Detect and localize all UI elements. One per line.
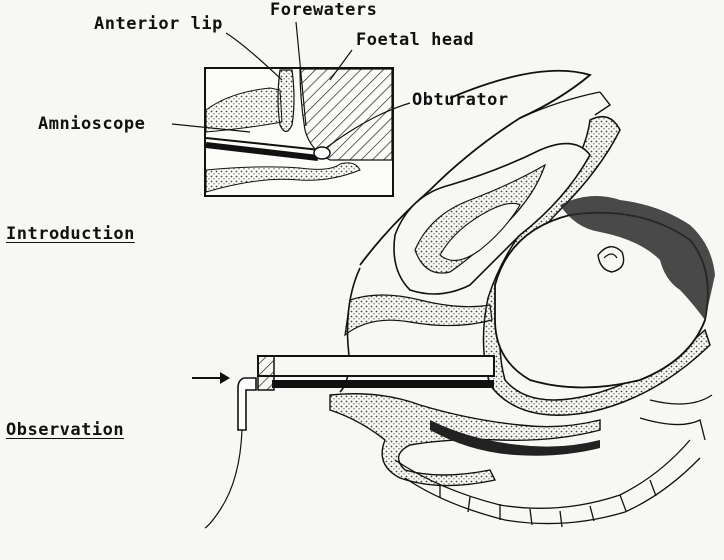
leader-lines: [171, 21, 411, 149]
amnioscope-instrument: [192, 355, 495, 529]
label-obturator: Obturator: [412, 90, 509, 110]
maternal-anatomy: [329, 69, 715, 528]
label-forewaters: Forewaters: [270, 0, 378, 20]
label-foetal-head: Foetal head: [356, 30, 475, 50]
label-amnioscope: Amnioscope: [38, 114, 146, 134]
heading-introduction: Introduction: [6, 224, 135, 244]
inset-detail: [204, 67, 394, 197]
label-anterior-lip: Anterior lip: [94, 14, 223, 34]
heading-observation: Observation: [6, 420, 125, 440]
